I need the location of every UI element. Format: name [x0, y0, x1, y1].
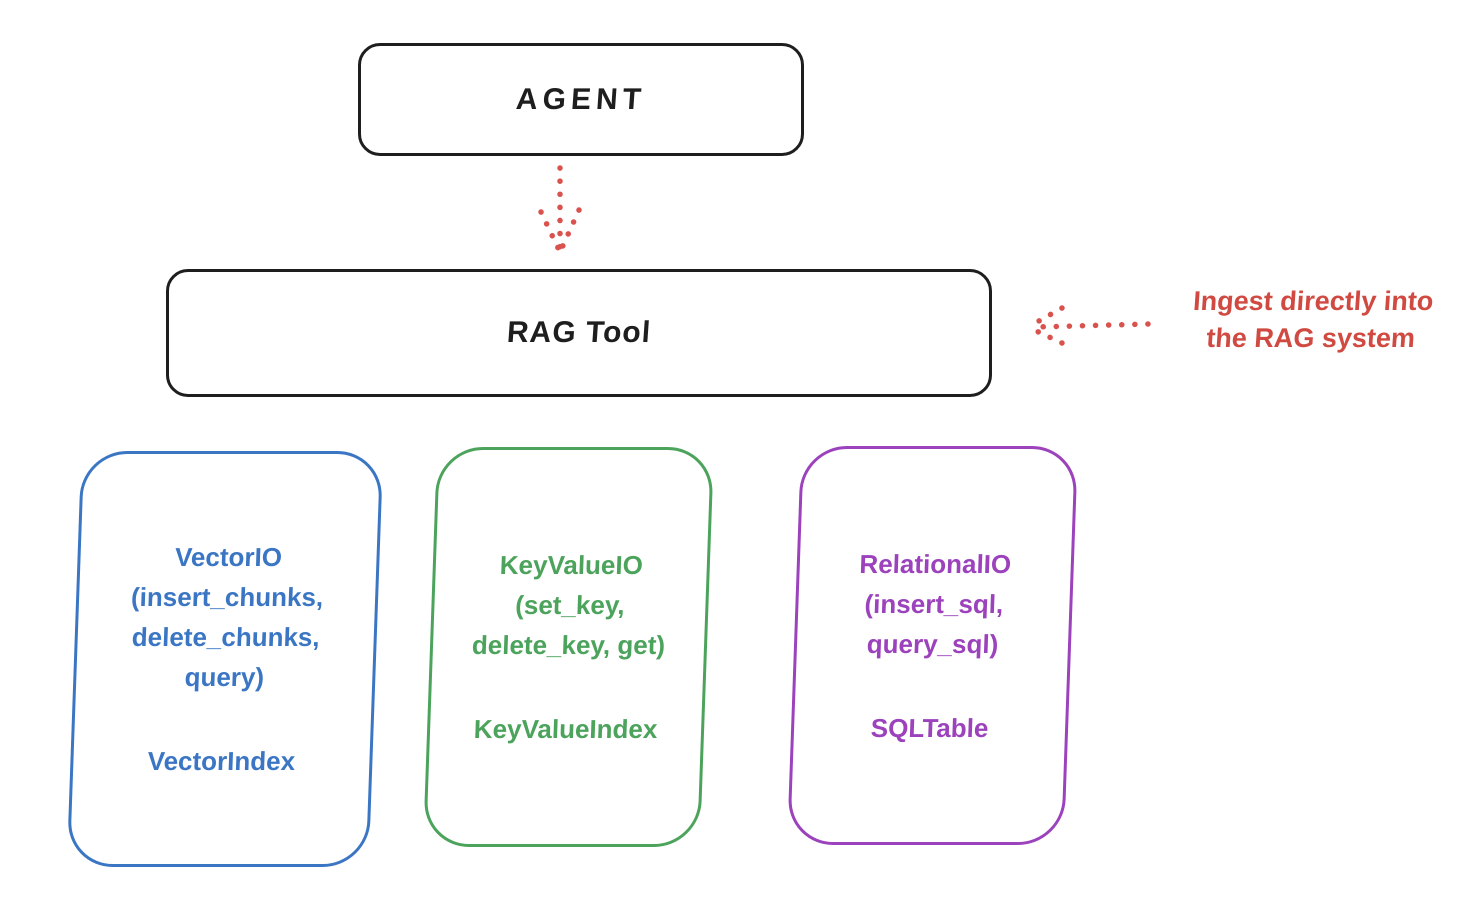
vector-io-methods-line3: query): [184, 662, 265, 692]
rag-tool-label: RAG Tool: [505, 316, 653, 349]
keyvalue-io-methods-line2: delete_key, get): [471, 630, 666, 660]
ingest-annotation-line1: Ingest directly into: [1192, 286, 1435, 316]
relational-io-card: RelationalIO (insert_sql, query_sql) SQL…: [787, 446, 1078, 845]
vector-io-methods-line1: (insert_chunks,: [130, 582, 324, 612]
vector-index-label: VectorIndex: [147, 746, 296, 776]
ingest-annotation-line2: the RAG system: [1205, 323, 1417, 353]
agent-to-rag-arrow-icon: [538, 165, 582, 261]
rag-tool-node: RAG Tool: [166, 269, 992, 397]
keyvalue-io-methods-line1: (set_key,: [514, 590, 626, 620]
agent-node: AGENT: [358, 43, 804, 156]
vector-io-methods-line2: delete_chunks,: [131, 622, 321, 652]
vector-io-card: VectorIO (insert_chunks, delete_chunks, …: [66, 451, 384, 867]
vector-io-title: VectorIO: [174, 542, 283, 572]
relational-io-methods-line1: (insert_sql,: [864, 588, 1004, 619]
annotation-to-rag-arrow-icon: [1027, 305, 1151, 346]
relational-io-title: RelationalIO: [858, 548, 1012, 579]
relational-io-methods-line2: query_sql): [866, 628, 999, 659]
keyvalue-io-title: KeyValueIO: [499, 550, 644, 580]
keyvalue-index-label: KeyValueIndex: [473, 714, 658, 744]
sql-table-label: SQLTable: [870, 712, 989, 743]
agent-label: AGENT: [514, 82, 648, 116]
keyvalue-io-card: KeyValueIO (set_key, delete_key, get) Ke…: [423, 447, 714, 847]
ingest-annotation: Ingest directly into the RAG system: [1137, 283, 1484, 357]
